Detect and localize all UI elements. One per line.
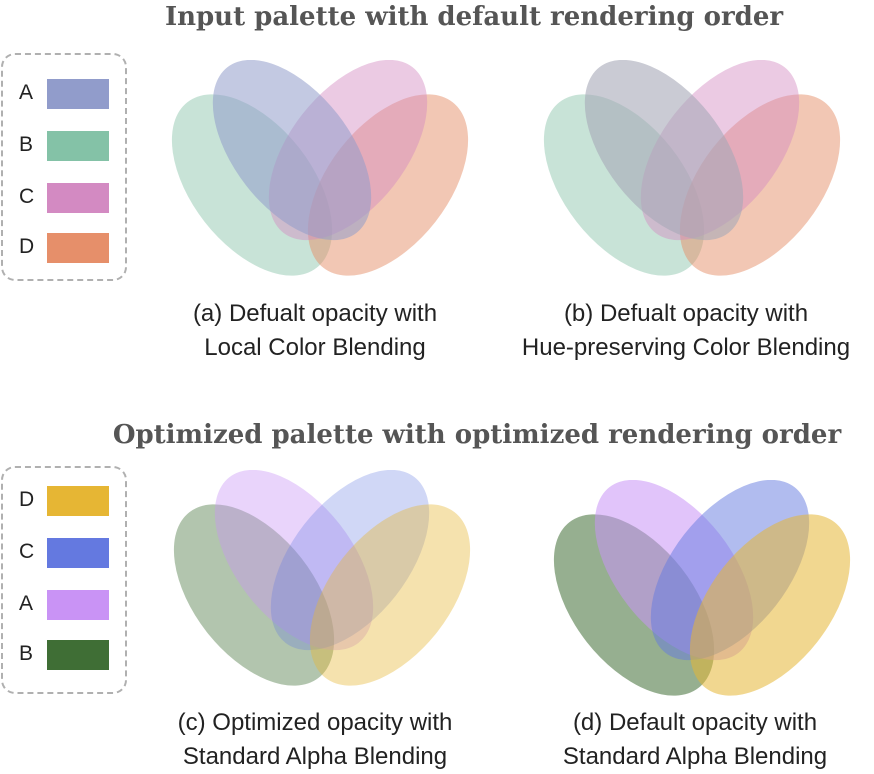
caption-c: (c) Optimized opacity with Standard Alph… bbox=[150, 706, 480, 774]
set-a-ellipse bbox=[584, 60, 744, 241]
legend-item-d: D bbox=[3, 231, 123, 265]
set-d-ellipse bbox=[309, 504, 471, 686]
legend-key: C bbox=[19, 540, 35, 563]
legend-swatch bbox=[47, 233, 109, 263]
bottom-section-title: Optimized palette with optimized renderi… bbox=[112, 420, 842, 450]
legend-item-a: A bbox=[3, 77, 123, 111]
legend-key: D bbox=[19, 488, 35, 511]
legend-swatch bbox=[47, 640, 109, 670]
legend-swatch bbox=[47, 538, 109, 568]
caption-line: (d) Default opacity with bbox=[572, 709, 818, 736]
caption-line: Local Color Blending bbox=[204, 334, 426, 361]
caption-line: Standard Alpha Blending bbox=[562, 743, 828, 770]
legend-key: D bbox=[19, 235, 35, 258]
venn-diagram-a bbox=[171, 60, 469, 276]
legend-item-a: A bbox=[3, 588, 123, 622]
legend-key: C bbox=[19, 185, 35, 208]
set-d-ellipse bbox=[689, 514, 851, 696]
caption-line: Hue-preserving Color Blending bbox=[521, 334, 851, 361]
caption-a: (a) Defualt opacity with Local Color Ble… bbox=[160, 297, 470, 365]
caption-line: (b) Defualt opacity with bbox=[563, 300, 809, 327]
top-section-title: Input palette with default rendering ord… bbox=[164, 2, 784, 32]
set-a-ellipse bbox=[214, 470, 374, 651]
set-b-ellipse bbox=[173, 504, 335, 686]
legend-key: A bbox=[19, 592, 34, 615]
top-legend: A B C D bbox=[1, 53, 127, 281]
legend-item-c: C bbox=[3, 181, 123, 215]
legend-key: B bbox=[19, 133, 34, 156]
legend-key: A bbox=[19, 81, 34, 104]
legend-item-b: B bbox=[3, 638, 123, 672]
caption-line: Standard Alpha Blending bbox=[182, 743, 448, 770]
caption-line: (a) Defualt opacity with bbox=[192, 300, 438, 327]
venn-diagram-c bbox=[173, 470, 471, 686]
legend-item-d: D bbox=[3, 484, 123, 518]
legend-item-c: C bbox=[3, 536, 123, 570]
caption-line: (c) Optimized opacity with bbox=[177, 709, 453, 736]
legend-swatch bbox=[47, 79, 109, 109]
legend-swatch bbox=[47, 486, 109, 516]
legend-swatch bbox=[47, 590, 109, 620]
venn-diagram-b bbox=[543, 60, 841, 276]
caption-d: (d) Default opacity with Standard Alpha … bbox=[530, 706, 860, 774]
legend-key: B bbox=[19, 642, 34, 665]
set-a-ellipse bbox=[212, 60, 372, 241]
venn-diagram-d bbox=[553, 480, 851, 696]
legend-swatch bbox=[47, 183, 109, 213]
legend-item-b: B bbox=[3, 129, 123, 163]
bottom-legend: D C A B bbox=[1, 466, 127, 694]
legend-swatch bbox=[47, 131, 109, 161]
caption-b: (b) Defualt opacity with Hue-preserving … bbox=[498, 297, 874, 365]
set-c-ellipse bbox=[270, 470, 430, 651]
